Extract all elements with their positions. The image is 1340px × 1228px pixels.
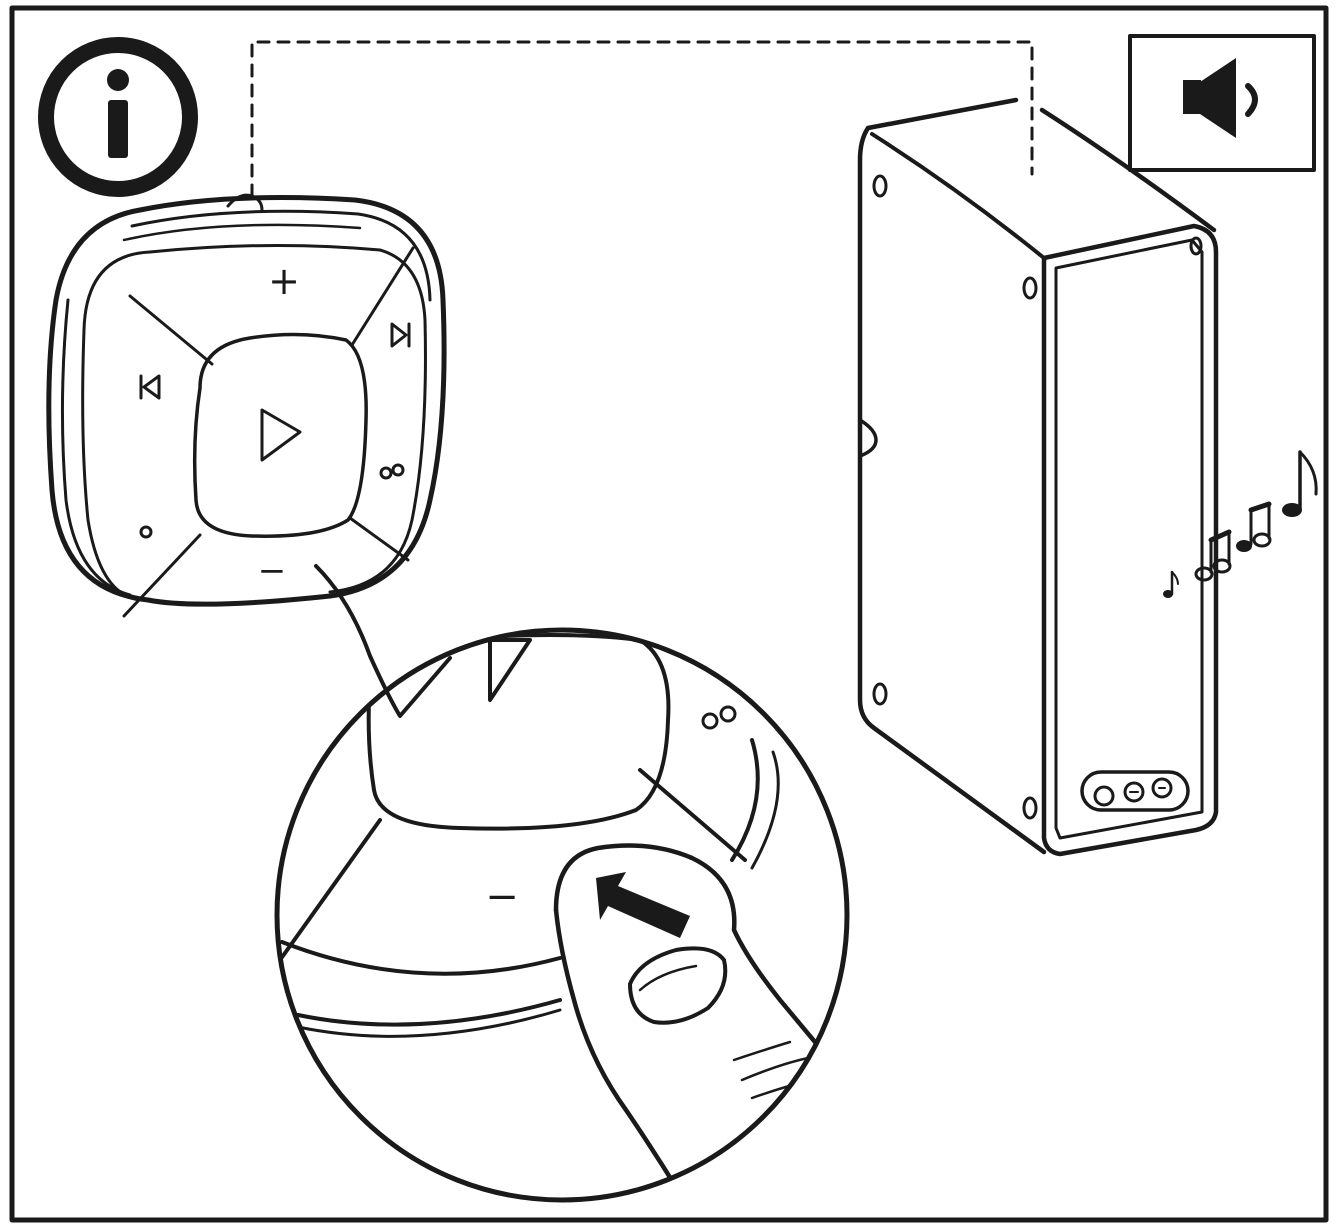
speaker-volume-icon bbox=[1128, 34, 1316, 172]
music-notes-icon bbox=[1163, 450, 1318, 598]
volume-up-symbol: + bbox=[268, 259, 300, 303]
dot-icon bbox=[139, 525, 153, 539]
next-track-icon bbox=[390, 322, 411, 348]
illustration-frame bbox=[9, 5, 1329, 1223]
play-button bbox=[192, 332, 368, 538]
speaker-buttons bbox=[1080, 770, 1190, 812]
arrow-icon bbox=[596, 872, 690, 938]
speaker bbox=[857, 97, 1219, 857]
info-icon bbox=[38, 37, 198, 197]
zoom-link-icon bbox=[701, 705, 737, 730]
zoom-callout: − bbox=[274, 564, 850, 1203]
volume-down-symbol: − bbox=[258, 551, 287, 591]
remote-control: + − bbox=[46, 193, 447, 618]
play-icon bbox=[260, 408, 302, 462]
zoom-volume-down-symbol: − bbox=[485, 874, 519, 920]
previous-track-icon bbox=[139, 374, 161, 400]
link-icon bbox=[379, 463, 405, 480]
pairing-connector bbox=[250, 40, 1034, 198]
